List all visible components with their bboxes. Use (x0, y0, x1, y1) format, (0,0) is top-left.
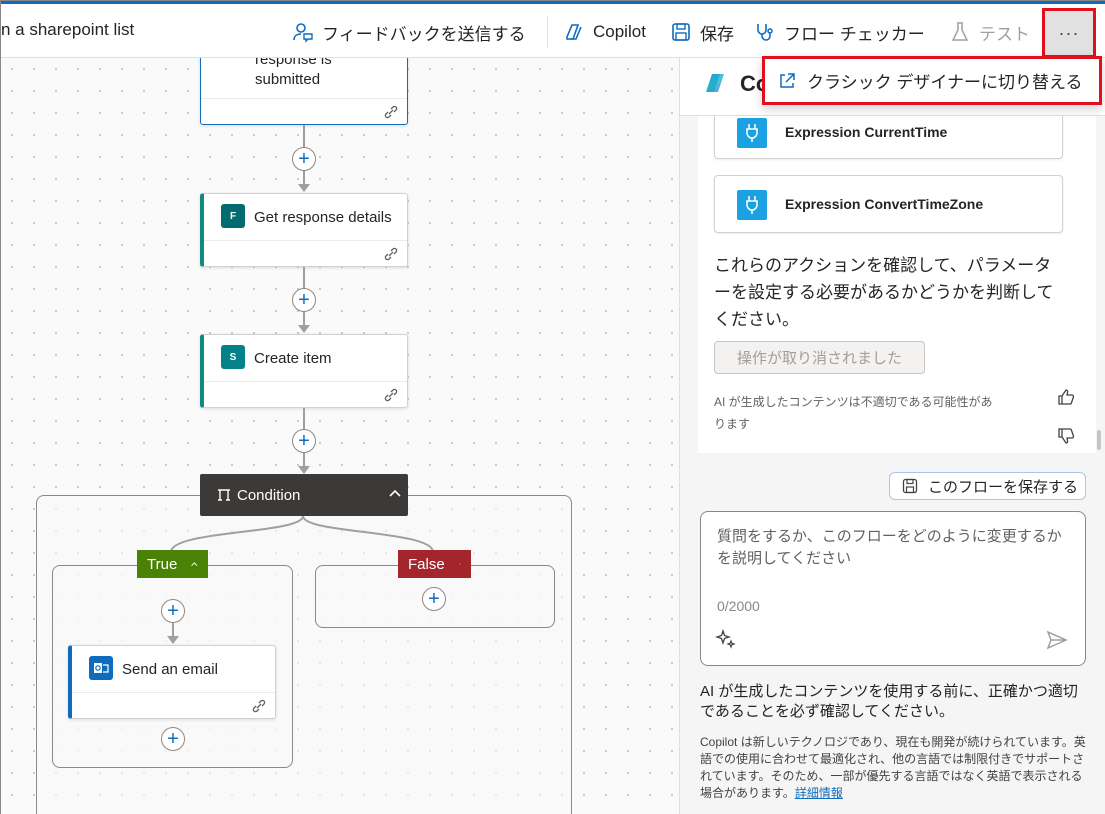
copilot-pane: Copilot Expression CurrentTime Expressio… (679, 58, 1105, 814)
copilot-label: Copilot (593, 22, 646, 41)
save-this-flow-label: このフローを保存する (928, 478, 1079, 496)
copilot-message-text: これらのアクションを確認して、パラメーターを設定する必要があるかどうかを判断して… (714, 256, 1054, 329)
chat-placeholder: 質問をするか、このフローをどのように変更するかを説明してください (717, 528, 1062, 567)
switch-classic-designer-menu-item[interactable]: クラシック デザイナーに切り替える (762, 56, 1102, 105)
connector-arrow (298, 325, 310, 333)
save-label: 保存 (700, 24, 734, 44)
true-label: True (147, 555, 178, 573)
flow-checker-button[interactable]: フロー チェッカー (754, 18, 925, 46)
connector-arrow (167, 636, 179, 644)
ellipsis-icon: ··· (1058, 22, 1080, 43)
feedback-label: フィードバックを送信する (322, 24, 526, 44)
chevron-up-icon (458, 563, 461, 565)
insert-step-button[interactable]: + (161, 727, 185, 751)
create-item-title: Create item (254, 350, 332, 367)
stethoscope-icon (754, 21, 776, 43)
thumbs-up-icon[interactable] (1056, 387, 1076, 407)
card-footer (204, 381, 407, 407)
flow-checker-label: フロー チェッカー (784, 24, 925, 44)
copilot-icon (563, 21, 585, 43)
flow-title: n a sharepoint list (1, 20, 135, 39)
action-label: Expression ConvertTimeZone (785, 196, 984, 212)
get-response-details-card[interactable]: F Get response details (200, 193, 408, 267)
thumbs-down-icon[interactable] (1056, 426, 1076, 446)
connector-arrow (298, 466, 310, 474)
save-button[interactable]: 保存 (670, 18, 734, 46)
link-icon (252, 699, 266, 713)
send-email-title: Send an email (122, 661, 218, 678)
action-card-convert-timezone[interactable]: Expression ConvertTimeZone (714, 175, 1063, 233)
char-count: 0/2000 (717, 598, 760, 614)
link-icon (384, 388, 398, 402)
sharepoint-icon: S (221, 345, 245, 369)
save-icon (670, 21, 692, 43)
create-item-card[interactable]: S Create item (200, 334, 408, 408)
forms-icon: F (221, 204, 245, 228)
branch-connectors (170, 516, 434, 553)
ai-disclaimer: AI が生成したコンテンツを使用する前に、正確かつ適切であることを必ず確認してく… (700, 683, 1078, 720)
link-icon (384, 247, 398, 261)
insert-step-button[interactable]: + (422, 587, 446, 611)
test-label: テスト (979, 24, 1030, 44)
connector-arrow (298, 184, 310, 192)
action-card-current-time[interactable]: Expression CurrentTime (714, 116, 1063, 159)
feedback-icon (292, 21, 314, 43)
true-branch-tag[interactable]: True (137, 550, 208, 578)
get-response-details-title: Get response details (254, 209, 392, 226)
plug-icon (737, 118, 767, 148)
more-options-button[interactable]: ··· (1042, 8, 1096, 58)
copilot-logo-icon (706, 74, 724, 92)
learn-more-link[interactable]: 詳細情報 (794, 786, 843, 800)
ai-content-note: AI が生成したコンテンツは不適切である可能性があります (714, 395, 993, 431)
connector-line (172, 623, 174, 637)
card-footer (204, 240, 407, 266)
open-external-icon (780, 72, 795, 88)
flow-canvas[interactable]: response is submitted + F Get response d… (1, 58, 679, 814)
card-footer (201, 98, 407, 124)
test-button[interactable]: テスト (949, 18, 1030, 46)
sparkle-icon[interactable] (715, 628, 737, 650)
feedback-button[interactable]: フィードバックを送信する (292, 18, 526, 46)
chevron-up-icon (191, 562, 198, 566)
cancelled-button[interactable]: 操作が取り消されました (714, 341, 925, 374)
copilot-button[interactable]: Copilot (563, 18, 646, 46)
top-toolbar: n a sharepoint list フィードバックを送信する Copilot… (1, 1, 1105, 58)
trigger-card[interactable]: response is submitted (200, 58, 408, 125)
insert-step-button[interactable]: + (292, 147, 316, 171)
scrollbar-thumb[interactable] (1097, 430, 1101, 450)
condition-icon (218, 489, 230, 501)
chat-input[interactable]: 質問をするか、このフローをどのように変更するかを説明してください 0/2000 (700, 511, 1086, 666)
outlook-icon (89, 656, 113, 680)
condition-header[interactable]: Condition (200, 474, 408, 516)
condition-title: Condition (237, 487, 301, 504)
link-icon (384, 105, 398, 119)
send-icon[interactable] (1045, 628, 1069, 652)
false-branch-tag[interactable]: False (398, 550, 471, 578)
card-footer (72, 692, 275, 718)
trigger-title-2: submitted (255, 71, 321, 88)
toolbar-divider (547, 16, 548, 48)
switch-classic-label: クラシック デザイナーに切り替える (807, 73, 1083, 92)
insert-step-button[interactable]: + (292, 288, 316, 312)
send-email-card[interactable]: Send an email (68, 645, 276, 719)
save-icon (902, 478, 918, 494)
false-label: False (408, 555, 445, 573)
action-label: Expression CurrentTime (785, 124, 948, 140)
save-this-flow-button[interactable]: このフローを保存する (889, 472, 1086, 500)
plug-icon (737, 190, 767, 220)
copilot-fine-print: Copilot は新しいテクノロジであり、現在も開発が続けられています。英語での… (700, 735, 1086, 800)
chevron-up-icon[interactable] (388, 488, 402, 498)
flask-icon (949, 21, 971, 43)
insert-step-button[interactable]: + (161, 599, 185, 623)
insert-step-button[interactable]: + (292, 429, 316, 453)
trigger-title-1: response is (255, 58, 332, 68)
copilot-message: Expression CurrentTime Expression Conver… (698, 116, 1096, 453)
